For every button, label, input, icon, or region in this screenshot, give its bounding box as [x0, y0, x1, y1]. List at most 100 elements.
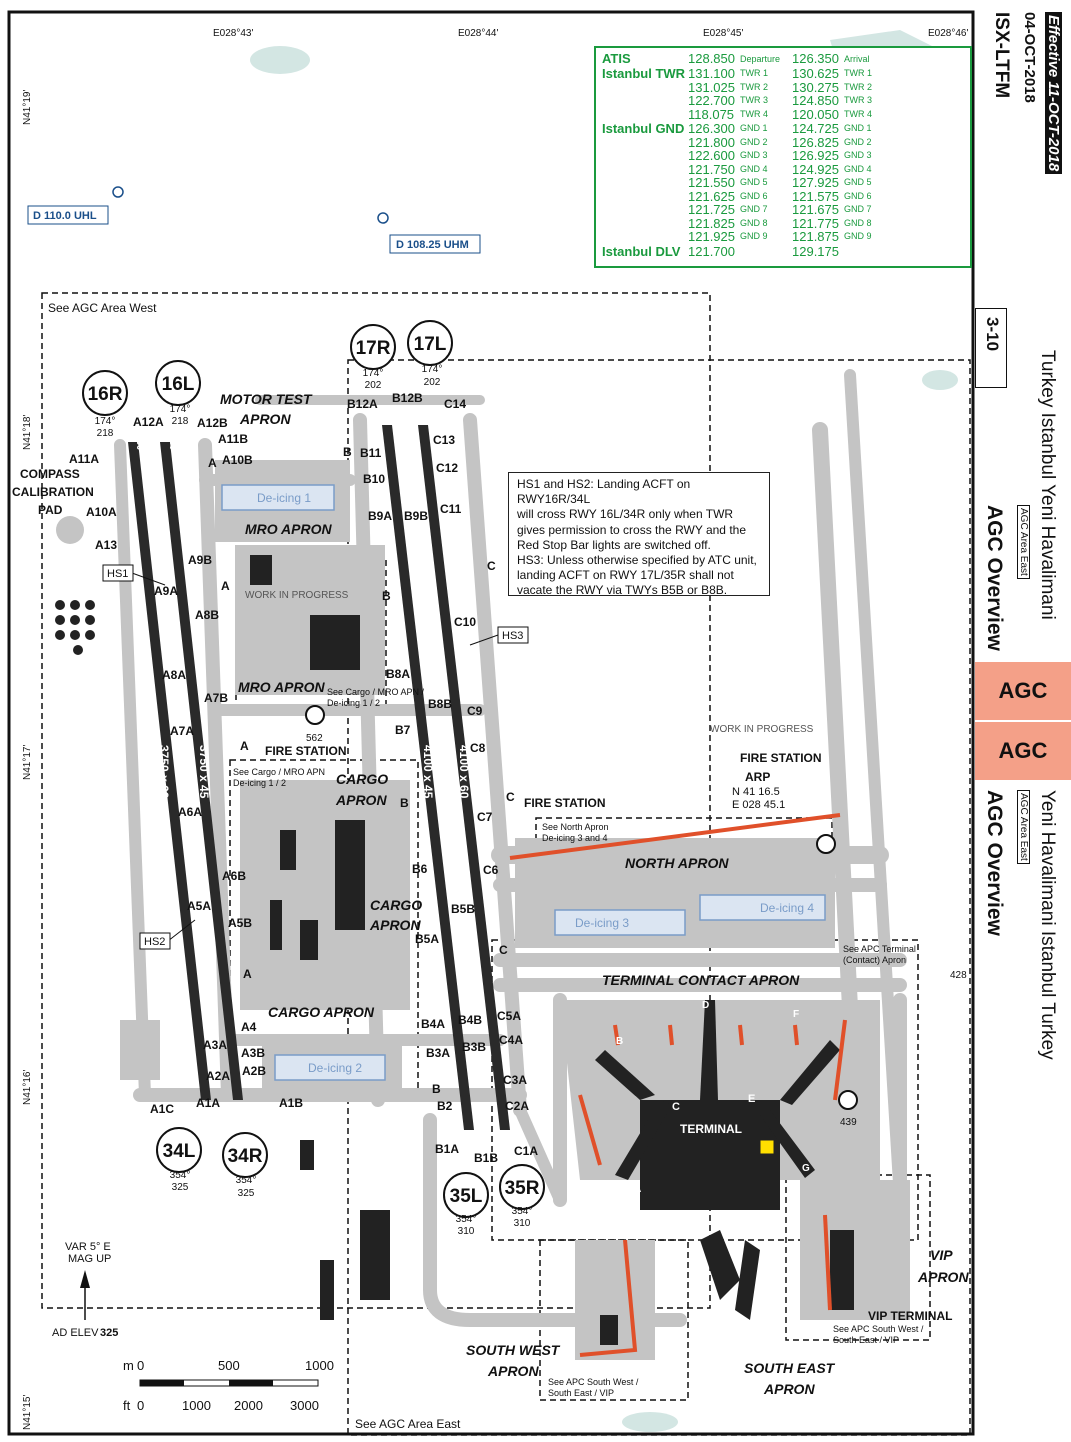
freq-cell: GND 7: [844, 204, 872, 214]
svg-text:B3B: B3B: [462, 1040, 486, 1054]
svg-text:E: E: [748, 1093, 755, 1105]
svg-text:ARP: ARP: [745, 770, 770, 784]
runway-bearing: 354°: [236, 1175, 257, 1186]
freq-cell: GND 4: [740, 163, 768, 174]
lat-labels: N41°19' N41°18' N41°17' N41°16' N41°15': [22, 90, 33, 1430]
svg-text:428: 428: [950, 970, 967, 981]
freq-cell: 121.675: [792, 202, 839, 217]
svg-text:C1A: C1A: [514, 1144, 538, 1158]
svg-text:A6A: A6A: [178, 805, 202, 819]
freq-cell: GND 1: [844, 123, 872, 133]
svg-text:A: A: [240, 739, 249, 753]
svg-text:B12B: B12B: [392, 391, 423, 405]
svg-text:FIRE STATION: FIRE STATION: [524, 796, 606, 810]
svg-text:B7: B7: [395, 723, 411, 737]
agc-west-boundary: [41, 292, 711, 1309]
freq-cell: 121.800: [688, 134, 735, 150]
svg-text:VIP TERMINAL: VIP TERMINAL: [868, 1309, 952, 1323]
svg-text:De-icing 3: De-icing 3: [575, 916, 629, 930]
svg-text:C2A: C2A: [505, 1099, 529, 1113]
svg-text:C: C: [506, 790, 515, 804]
north-arrow: [80, 1270, 90, 1320]
svg-text:C: C: [672, 1101, 680, 1113]
runway-bearing: 354°: [456, 1214, 477, 1225]
svg-text:562: 562: [306, 733, 323, 744]
freq-cell: 121.825: [688, 215, 735, 231]
freq-atis-label: ATIS: [602, 51, 631, 66]
svg-text:A5B: A5B: [228, 916, 252, 930]
agc-tab-1: AGC: [975, 662, 1071, 720]
runway-bearing: 174°: [422, 364, 443, 375]
svg-text:C5A: C5A: [497, 1009, 521, 1023]
freq-cell: 121.725: [688, 202, 735, 217]
lat-label: N41°18': [22, 415, 33, 450]
runway-16r-34l: [128, 442, 211, 1100]
svg-text:APRON: APRON: [763, 1381, 815, 1397]
freq-cell: GND 2: [740, 136, 768, 147]
svg-text:A2B: A2B: [242, 1064, 266, 1078]
title-top: AGC Overview: [983, 505, 1006, 651]
scale-labels: m 0 500 1000 ft 0 1000 2000 3000: [123, 1358, 334, 1413]
svg-text:B5A: B5A: [415, 932, 439, 946]
svg-text:2000: 2000: [234, 1398, 263, 1413]
freq-cell: 118.075: [688, 106, 735, 122]
svg-text:SOUTH WEST: SOUTH WEST: [466, 1342, 561, 1358]
svg-text:B11: B11: [360, 446, 382, 460]
svg-text:APRON: APRON: [335, 792, 387, 808]
freq-cell: GND 6: [844, 190, 872, 201]
freq-cell: 121.925: [688, 229, 735, 244]
freq-cell: GND 9: [740, 231, 768, 241]
svg-text:B2: B2: [437, 1099, 453, 1113]
svg-text:CALIBRATION: CALIBRATION: [12, 485, 94, 499]
svg-text:MRO APRON: MRO APRON: [245, 521, 332, 537]
freq-cell: 124.850: [792, 93, 839, 108]
frequency-box: ATIS 128.850 Departure 126.350 Arrival I…: [594, 46, 972, 268]
svg-text:A11B: A11B: [218, 432, 248, 446]
svg-text:B12A: B12A: [347, 397, 378, 411]
freq-cell: GND 4: [844, 163, 872, 174]
svg-text:1000: 1000: [305, 1358, 334, 1373]
freq-gnd-label: Istanbul GND: [602, 121, 685, 136]
svg-text:500: 500: [218, 1358, 240, 1373]
freq-cell: 124.925: [792, 161, 839, 177]
freq-cell: 121.775: [792, 215, 839, 231]
svg-text:A9B: A9B: [188, 553, 212, 567]
navaid-uhm: D 108.25 UHM: [396, 239, 469, 251]
svg-text:CARGO: CARGO: [336, 771, 388, 787]
freq-cell: 126.925: [792, 148, 839, 163]
vor-symbols: [112, 186, 389, 224]
freq-cell: 130.275: [792, 79, 839, 95]
runway-bearing: 354°: [170, 1170, 191, 1181]
svg-text:4100 x 60: 4100 x 60: [457, 745, 471, 799]
svg-text:WORK IN PROGRESS: WORK IN PROGRESS: [245, 590, 349, 601]
svg-text:A7A: A7A: [170, 724, 194, 738]
runway-mag: 310: [514, 1218, 531, 1229]
freq-cell: GND 2: [844, 136, 872, 147]
runway-id: 16L: [162, 374, 195, 395]
svg-text:A8A: A8A: [162, 668, 186, 682]
runway-id: 17R: [356, 338, 391, 359]
lon-label: E028°45': [703, 28, 743, 39]
svg-text:3750 x 45: 3750 x 45: [197, 745, 211, 799]
svg-text:HS3: HS3: [502, 630, 523, 642]
svg-text:B: B: [382, 589, 391, 603]
misc-buildings: [55, 600, 854, 1345]
title-bottom: AGC Overview: [983, 790, 1006, 936]
area-labels: See AGC Area West See AGC Area East MOTO…: [12, 301, 969, 1431]
svg-text:A12B: A12B: [197, 416, 228, 430]
svg-text:TERMINAL CONTACT APRON: TERMINAL CONTACT APRON: [602, 972, 800, 988]
svg-text:De-icing 1: De-icing 1: [257, 491, 311, 505]
svg-text:See APC Terminal: See APC Terminal: [843, 944, 916, 954]
freq-cell: 121.575: [792, 188, 839, 204]
runway-mag: 325: [238, 1188, 255, 1199]
svg-text:B: B: [432, 1082, 441, 1096]
freq-cell: 126.300: [688, 121, 735, 136]
svg-text:B1B: B1B: [474, 1151, 498, 1165]
svg-text:F: F: [793, 1009, 799, 1020]
svg-text:C9: C9: [467, 704, 483, 718]
svg-text:TERMINAL: TERMINAL: [680, 1122, 742, 1136]
chart-frame: [7, 10, 975, 1436]
svg-text:See Cargo / MRO APN: See Cargo / MRO APN: [233, 767, 325, 777]
svg-text:C: C: [499, 943, 508, 957]
freq-cell: GND 5: [740, 177, 768, 187]
